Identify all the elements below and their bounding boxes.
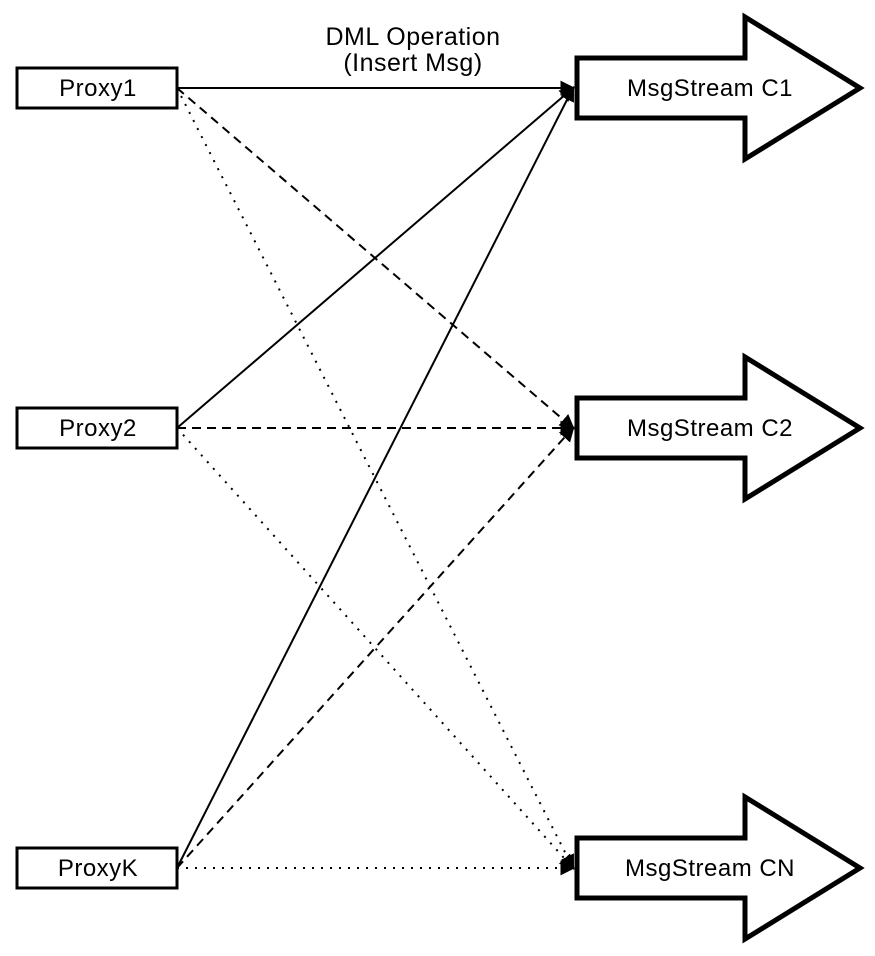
msgstream-node-cn: MsgStream CN [574, 792, 865, 944]
msgstream-node-c2: MsgStream C2 [574, 352, 865, 504]
msgstream-cn-arrow-shape [574, 792, 865, 944]
msgstream-node-c1: MsgStream C1 [574, 12, 865, 164]
diagram-title-line2: (Insert Msg) [343, 49, 482, 77]
msgstream-c1-label: MsgStream C1 [627, 75, 793, 102]
edge-proxyk-to-c2-dashed [176, 426, 575, 869]
diagram-title-line1: DML Operation [325, 23, 500, 51]
proxy-node-proxy2: Proxy2 [15, 406, 179, 450]
proxy1-label: Proxy1 [59, 75, 137, 102]
edge-proxy2-to-c1-solid [176, 86, 575, 429]
diagram-title: DML Operation (Insert Msg) [325, 23, 500, 77]
msgstream-c2-arrow-shape [574, 352, 865, 504]
proxyk-label: ProxyK [58, 855, 138, 882]
msgstream-c1-arrow-shape [574, 12, 865, 164]
proxy2-label: Proxy2 [59, 415, 137, 442]
edge-layer [176, 80, 576, 876]
proxy2-box [15, 406, 179, 450]
msgstream-c2-label: MsgStream C2 [627, 415, 793, 442]
proxy-node-proxy1: Proxy1 [15, 66, 179, 110]
msgstream-cn-label: MsgStream CN [625, 855, 795, 882]
proxy-node-proxyk: ProxyK [15, 846, 179, 890]
proxyk-box [15, 846, 179, 890]
edge-proxyk-to-c1-solid [176, 85, 575, 869]
proxy1-box [15, 66, 179, 110]
edge-proxy1-to-cn-dotted [176, 87, 575, 871]
